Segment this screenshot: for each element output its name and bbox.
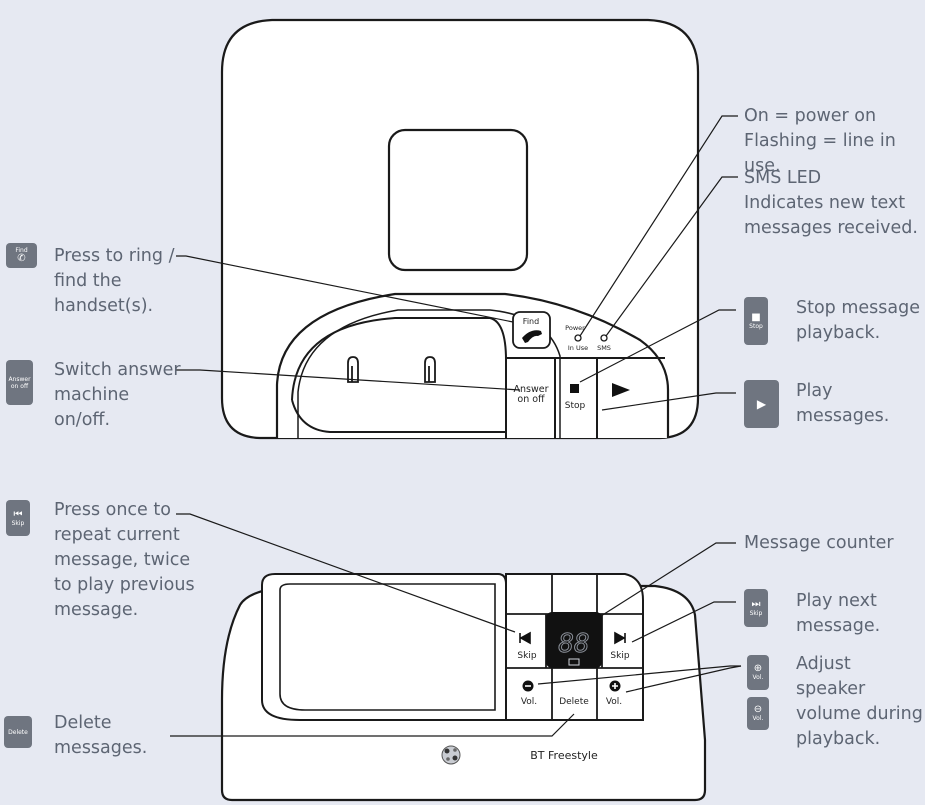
skip-next-callout: Play next message. [796,591,881,636]
stop-icon [570,384,579,393]
skip-next-key-icon: ⏭ Skip [744,589,768,627]
stop-key-label: Stop [749,322,763,330]
envelope-icon [568,658,580,666]
front-button-labels: Skip Skip Vol. Delete Vol. BT Freestyle [441,631,630,765]
answer-device-label-2: on off [517,394,545,405]
vol-down-key-icon: ⊖ Vol. [747,697,769,730]
play-icon [612,383,630,397]
find-key-label: Find [15,247,28,254]
power-callout: On = power on Flashing = line in use. [744,106,896,176]
delete-key-icon: Delete [4,716,32,748]
play-key-icon: ▶ [744,380,779,428]
skip-next-label: Skip [610,651,629,661]
vol-up-key-icon: ⊕ Vol. [747,655,769,690]
skip-next-icon: ⏭ [751,598,761,610]
delete-device-label: Delete [559,697,589,707]
vol-up-label: Vol. [606,697,622,707]
delete-callout: Delete messages. [54,713,148,758]
base-front-view [220,573,707,802]
message-counter-display: 88 [546,612,602,668]
handset-pad [387,128,529,272]
brand-label: BT Freestyle [530,749,598,762]
skip-back-label: Skip [517,651,536,661]
base-top-view [220,18,700,440]
counter-callout: Message counter [744,533,894,553]
answer-callout: Switch answer machine on/off. [54,360,181,430]
cradle-outer [275,292,670,438]
play-callout: Play messages. [796,381,890,426]
delete-key-label: Delete [8,728,28,736]
find-button-device [512,311,551,349]
vol-down-key-label: Vol. [752,715,764,722]
vol-down-label: Vol. [521,697,537,707]
answer-key-label: Answer on off [8,375,31,390]
power-device-label: Power [565,324,585,332]
skip-back-callout: Press once to repeat current message, tw… [54,500,195,620]
front-cradle-inner [279,583,496,711]
find-key-icon: Find ✆ [6,243,37,268]
sms-device-label: SMS [597,344,611,352]
vol-up-key-label: Vol. [752,674,764,681]
skip-back-key-icon: ⏮ Skip [6,500,30,536]
phone-icon [522,330,542,343]
skip-back-icon: ⏮ [13,508,23,520]
power-led [574,334,582,342]
counter-digits: 88 [558,629,589,659]
phone-icon: ✆ [17,253,26,264]
minus-icon: ⊖ [753,704,763,715]
find-callout: Press to ring / find the handset(s). [54,246,175,316]
play-icon: ▶ [756,397,767,411]
stop-icon: ■ [751,311,761,323]
skip-back-key-label: Skip [11,519,25,527]
skip-back-icon [519,631,531,645]
answer-key-icon: Answer on off [6,360,33,405]
sms-callout: SMS LED Indicates new text messages rece… [744,168,918,238]
skip-next-key-label: Skip [749,609,763,617]
base-top-labels: Find Power In Use SMS Answer on off Stop [514,317,630,411]
stop-device-label: Stop [565,401,586,411]
leader-lines [170,115,742,737]
in-use-device-label: In Use [568,344,588,352]
plus-icon: ⊕ [753,663,763,674]
volume-callout: Adjust speaker volume during playback. [796,654,923,749]
sms-led [600,334,608,342]
find-device-label: Find [523,317,539,326]
cradle-inner [291,317,507,438]
answer-device-label-1: Answer [514,384,549,395]
stop-key-icon: ■ Stop [744,297,768,345]
stop-callout: Stop message playback. [796,298,920,343]
skip-next-icon [614,631,626,645]
bt-logo-icon [441,745,461,765]
